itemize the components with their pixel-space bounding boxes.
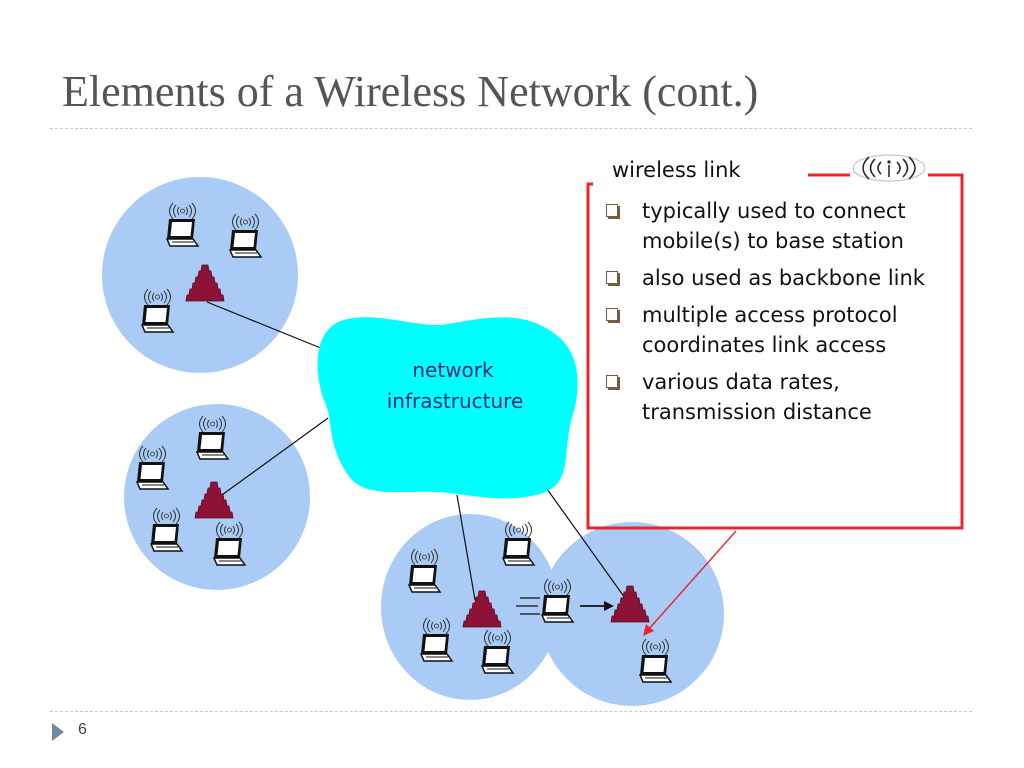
callout-bullet-text: also used as backbone link: [642, 266, 925, 290]
callout-bullet-text: various data rates, transmission distanc…: [642, 370, 872, 424]
checkbox-bullet-icon: [606, 271, 618, 284]
movement-arrow-head: [604, 601, 614, 611]
footer-triangle-icon: [52, 723, 64, 741]
callout-bullet: multiple access protocol coordinates lin…: [604, 300, 944, 360]
link-top-left: [206, 301, 334, 354]
checkbox-bullet-icon: [606, 204, 618, 217]
callout-bullet: also used as backbone link: [604, 263, 944, 293]
callout-frame: [586, 173, 964, 530]
link-middle-left: [214, 417, 329, 501]
link-bottom-center: [456, 494, 476, 601]
cell-bottom-center: [381, 514, 559, 700]
link-bottom-right: [541, 481, 626, 599]
title-divider: [50, 128, 972, 129]
callout-bullet-text: typically used to connect mobile(s) to b…: [642, 199, 906, 253]
callout-bullet: typically used to connect mobile(s) to b…: [604, 196, 944, 256]
network-infrastructure-cloud: [317, 317, 578, 499]
callout-bullet-list: typically used to connect mobile(s) to b…: [604, 196, 944, 434]
cloud-label-line1: network: [412, 358, 494, 382]
cloud-label-line2: infrastructure: [387, 389, 524, 413]
wireless-link-icon: [852, 154, 926, 182]
footer-divider: [50, 711, 972, 712]
callout-pointer-arrow: [647, 530, 737, 631]
checkbox-bullet-icon: [606, 375, 618, 388]
page-number: 6: [78, 721, 87, 738]
callout-bullet: various data rates, transmission distanc…: [604, 367, 944, 427]
checkbox-bullet-icon: [606, 308, 618, 321]
callout-title: wireless link: [604, 158, 749, 182]
motion-lines-icon: [516, 597, 540, 615]
callout-bullet-text: multiple access protocol coordinates lin…: [642, 303, 898, 357]
slide-title: Elements of a Wireless Network (cont.): [62, 67, 759, 116]
callout-pointer-arrow-head: [643, 624, 654, 636]
